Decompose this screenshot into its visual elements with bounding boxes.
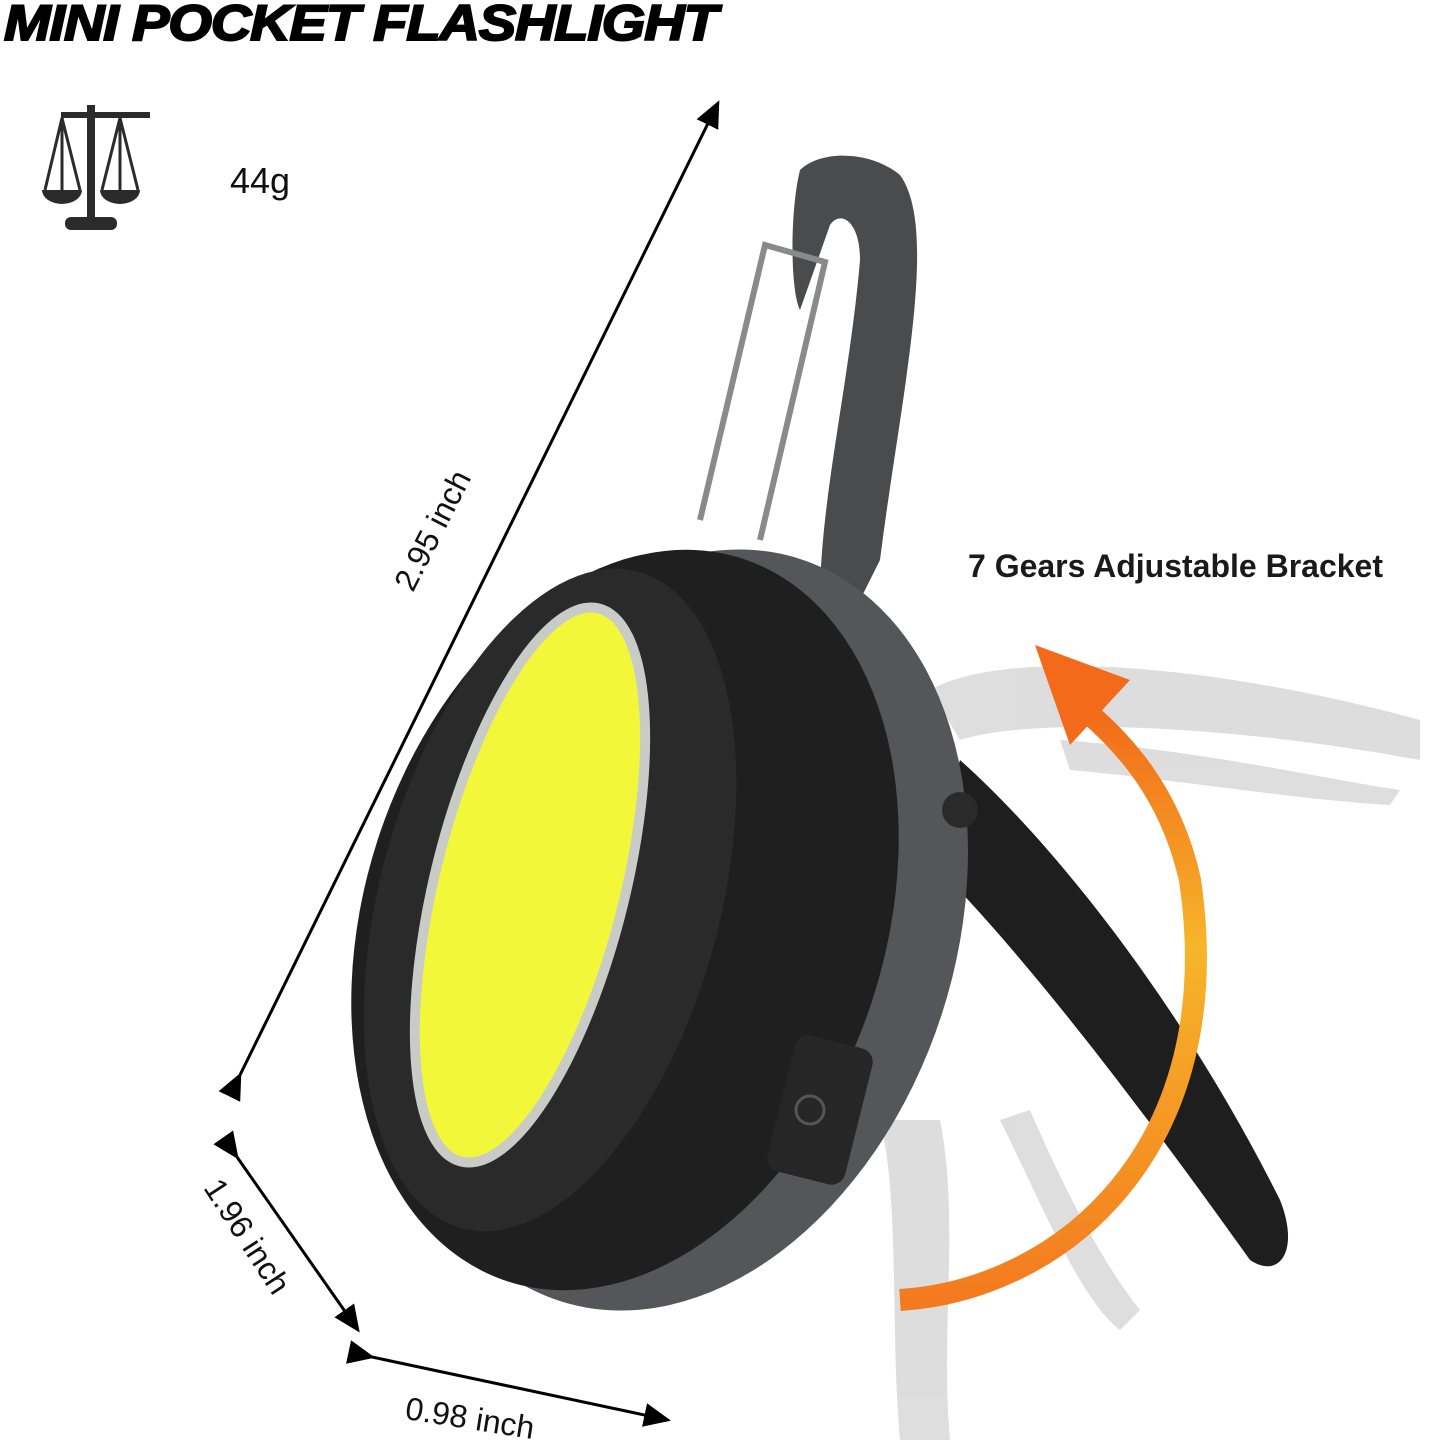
power-icon xyxy=(794,1094,826,1126)
balance-scale-icon xyxy=(42,105,150,230)
back-clip xyxy=(930,760,1289,1267)
width-dimension-arrow xyxy=(213,1130,360,1333)
carabiner-hook xyxy=(792,155,918,600)
page-title: MINI POCKET FLASHLIGHT xyxy=(3,0,719,52)
feature-label: 7 Gears Adjustable Bracket xyxy=(968,548,1383,584)
power-button[interactable] xyxy=(764,1032,875,1187)
weight-label: 44g xyxy=(230,160,291,201)
cob-light-panel xyxy=(409,602,651,1168)
rotation-arrowhead xyxy=(1035,645,1130,745)
depth-dimension-arrow xyxy=(346,1340,671,1427)
rotation-arrow xyxy=(899,701,1207,1311)
wire-gate xyxy=(697,241,829,541)
screw-icon xyxy=(942,792,978,828)
height-dimension-arrow xyxy=(218,100,720,1102)
